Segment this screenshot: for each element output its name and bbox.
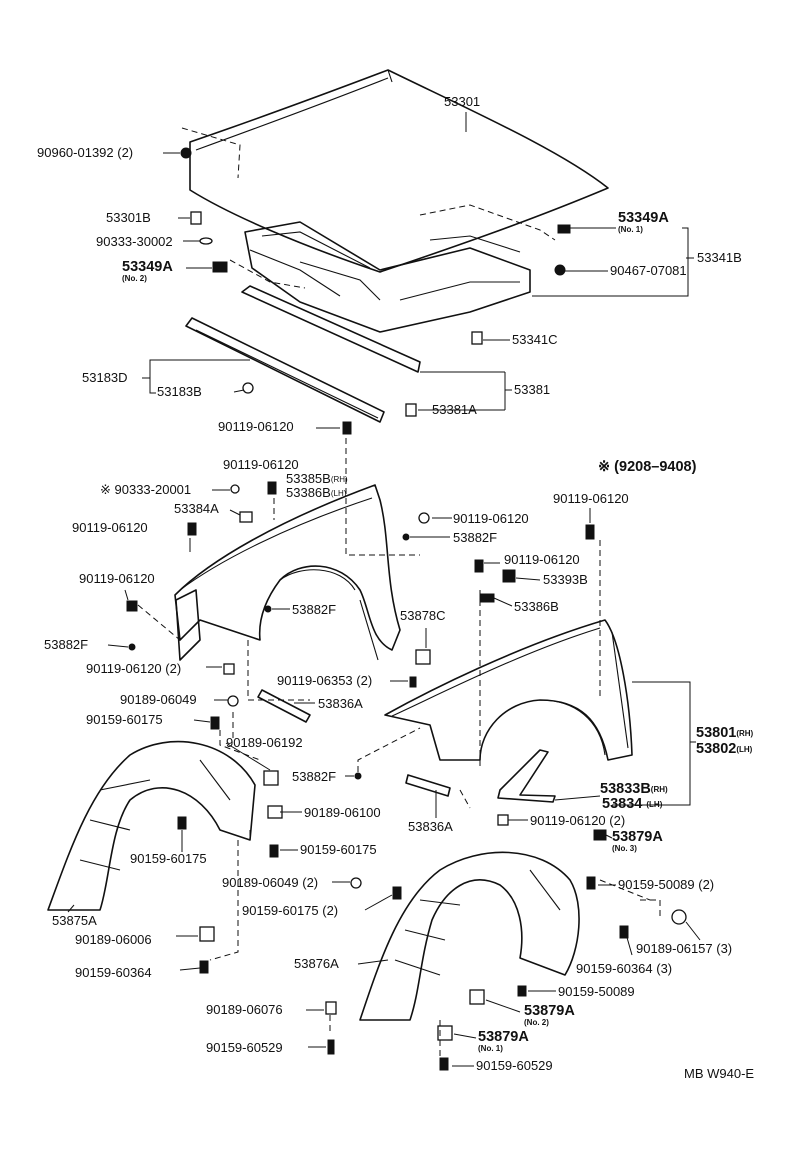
label-53836A-b: 53836A <box>408 819 453 834</box>
label-90189-06049-a: 90189-06049 <box>120 692 197 707</box>
label-53381A: 53381A <box>432 402 477 417</box>
label-90189-06076: 90189-06076 <box>206 1002 283 1017</box>
label-90189-06049-b: 90189-06049 (2) <box>222 875 319 890</box>
label-53882F-d: 53882F <box>292 769 337 784</box>
alignment-dash-lines <box>137 438 661 1056</box>
label-90119-06120-i: 90119-06120 <box>453 511 529 526</box>
label-53349A-no1: 53349A(No. 1) <box>618 210 669 234</box>
label-53393B: 53393B <box>543 572 588 587</box>
label-53882F-b: 53882F <box>292 602 337 617</box>
label-53833B: 53833B(RH) <box>600 781 668 797</box>
label-90159-50089-a: 90159-50089 <box>558 984 635 999</box>
label-catalog-code: MB W940-E <box>684 1066 755 1081</box>
label-90119-06120-g: 90119-06120 (2) <box>530 813 626 828</box>
label-90159-60175-b: 90159-60175 <box>300 842 377 857</box>
hood-insulator-drawing <box>244 221 531 333</box>
fender-liner-left-drawing <box>47 740 256 911</box>
label-53183B: 53183B <box>157 384 202 399</box>
hood-panel-drawing <box>189 69 609 273</box>
label-53385B: 53385B(RH) <box>286 471 348 486</box>
label-90119-06120-d: 90119-06120 <box>79 571 155 586</box>
bracket-53836A-lower <box>405 774 451 797</box>
label-53183D: 53183D <box>82 370 128 385</box>
label-53349A-no2: 53349A(No. 2) <box>122 259 173 283</box>
label-53878C: 53878C <box>400 608 446 623</box>
fender-liner-right-drawing <box>359 851 580 1021</box>
label-90960-01392: 90960-01392 (2) <box>37 145 134 160</box>
label-90189-06192: 90189-06192 <box>226 735 303 750</box>
label-53381: 53381 <box>514 382 551 397</box>
label-90189-06157: 90189-06157 (3) <box>636 941 733 956</box>
label-90159-60175-c: 90159-60175 <box>130 851 207 866</box>
label-90159-60364-b: 90159-60364 (3) <box>576 961 673 976</box>
fastener-symbols <box>126 147 687 1071</box>
label-90159-60175-a: 90159-60175 <box>86 712 163 727</box>
label-53834: 53834 (LH) <box>602 796 663 812</box>
label-53875A: 53875A <box>52 913 97 928</box>
label-53836A-a: 53836A <box>318 696 363 711</box>
bracket-53836A-upper <box>257 689 311 723</box>
label-90119-06120-b: 90119-06120 <box>223 457 299 472</box>
label-53876A: 53876A <box>294 956 339 971</box>
label-53341B: 53341B <box>697 250 742 265</box>
label-53802: 53802(LH) <box>696 741 753 757</box>
label-90333-20001: ※ 90333-20001 <box>100 482 192 497</box>
label-90159-60364-a: 90159-60364 <box>75 965 152 980</box>
label-90333-30002: 90333-30002 <box>96 234 173 249</box>
label-90159-60529-b: 90159-60529 <box>476 1058 553 1073</box>
label-90119-06120-a: 90119-06120 <box>218 419 294 434</box>
label-53384A: 53384A <box>174 501 219 516</box>
label-90119-06120-h: 90119-06120 <box>504 552 580 567</box>
fender-right-drawing <box>384 619 633 761</box>
label-53386B-b: 53386B <box>514 599 559 614</box>
label-90159-60175-d: 90159-60175 (2) <box>242 903 339 918</box>
label-range-note: ※ (9208–9408) <box>598 459 697 475</box>
label-53879A-no3: 53879A(No. 3) <box>612 829 663 853</box>
hood-seal-drawing <box>185 285 421 423</box>
label-53341C: 53341C <box>512 332 558 347</box>
label-90467-07081: 90467-07081 <box>610 263 687 278</box>
fender-left-drawing <box>174 484 401 661</box>
label-90189-06100: 90189-06100 <box>304 805 381 820</box>
label-90159-50089-b: 90159-50089 (2) <box>618 877 715 892</box>
label-90119-06353: 90119-06353 (2) <box>277 673 373 688</box>
label-90119-06120-f: 90119-06120 (2) <box>86 661 182 676</box>
label-53882F-e: 53882F <box>453 530 498 545</box>
label-53301B: 53301B <box>106 210 151 225</box>
leader-lines <box>67 152 701 1067</box>
label-53801: 53801(RH) <box>696 725 754 741</box>
label-90159-60529-a: 90159-60529 <box>206 1040 283 1055</box>
label-53301: 53301 <box>444 94 481 109</box>
label-53386B: 53386B(LH) <box>286 485 347 500</box>
label-90189-06006: 90189-06006 <box>75 932 152 947</box>
bracket-53834 <box>497 749 556 803</box>
label-53879A-no2: 53879A(No. 2) <box>524 1003 575 1027</box>
label-53879A-no1: 53879A(No. 1) <box>478 1029 529 1053</box>
label-90119-06120-c: 90119-06120 <box>72 520 148 535</box>
label-90119-06120-top-right: 90119-06120 <box>553 491 629 506</box>
label-53882F-a: 53882F <box>44 637 89 652</box>
